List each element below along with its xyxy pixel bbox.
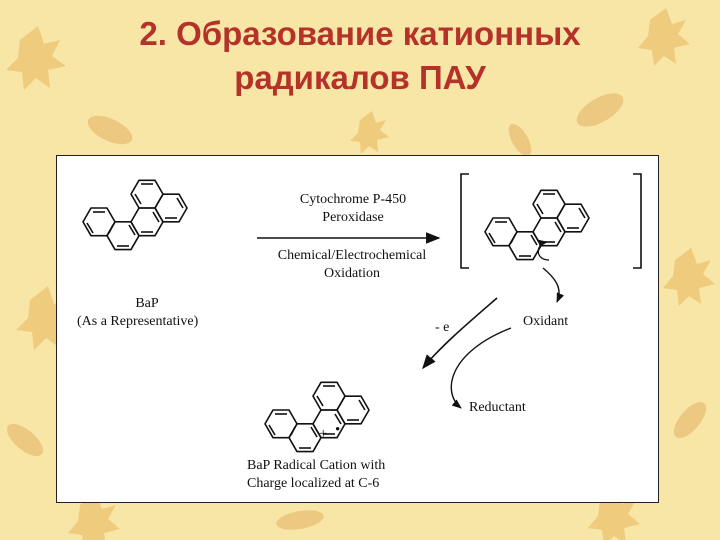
oxidant-to-reductant-arrow [450, 327, 512, 409]
bap-structure [82, 179, 188, 251]
bap-label: BaP [135, 296, 159, 311]
cation-radical-dot: • [335, 422, 341, 438]
right-bracket [633, 173, 642, 269]
reaction-diagram [82, 173, 642, 453]
oxidant-label: Oxidant [523, 314, 569, 329]
cation-label-line-2: Charge localized at C-6 [247, 476, 380, 491]
reductant-label: Reductant [469, 400, 526, 415]
reaction-diagram-panel: Cytochrome P-450 Peroxidase Chemical/Ele… [56, 155, 659, 503]
slide-title: 2. Образование катионных радикалов ПАУ [0, 12, 720, 100]
minus-electron-label: - e [435, 320, 450, 335]
minus-electron-arrow [422, 297, 498, 370]
reagent-peroxidase: Peroxidase [322, 210, 384, 225]
cation-label-line-1: BaP Radical Cation with [247, 458, 386, 473]
electron-shift-arrow [537, 239, 550, 261]
bap-radical-cation-structure [264, 381, 370, 453]
bap-sublabel: (As a Representative) [77, 314, 199, 329]
reagent-oxidation: Oxidation [324, 266, 380, 281]
bap-intermediate-structure [484, 189, 590, 261]
title-line-2: радикалов ПАУ [234, 59, 486, 96]
left-bracket [460, 173, 469, 269]
title-line-1: 2. Образование катионных [139, 15, 581, 52]
reagent-chemical: Chemical/Electrochemical [277, 248, 427, 263]
cation-charge: + [319, 426, 328, 442]
to-oxidant-arrow [542, 267, 565, 303]
reagent-cytochrome: Cytochrome P-450 [299, 192, 407, 207]
